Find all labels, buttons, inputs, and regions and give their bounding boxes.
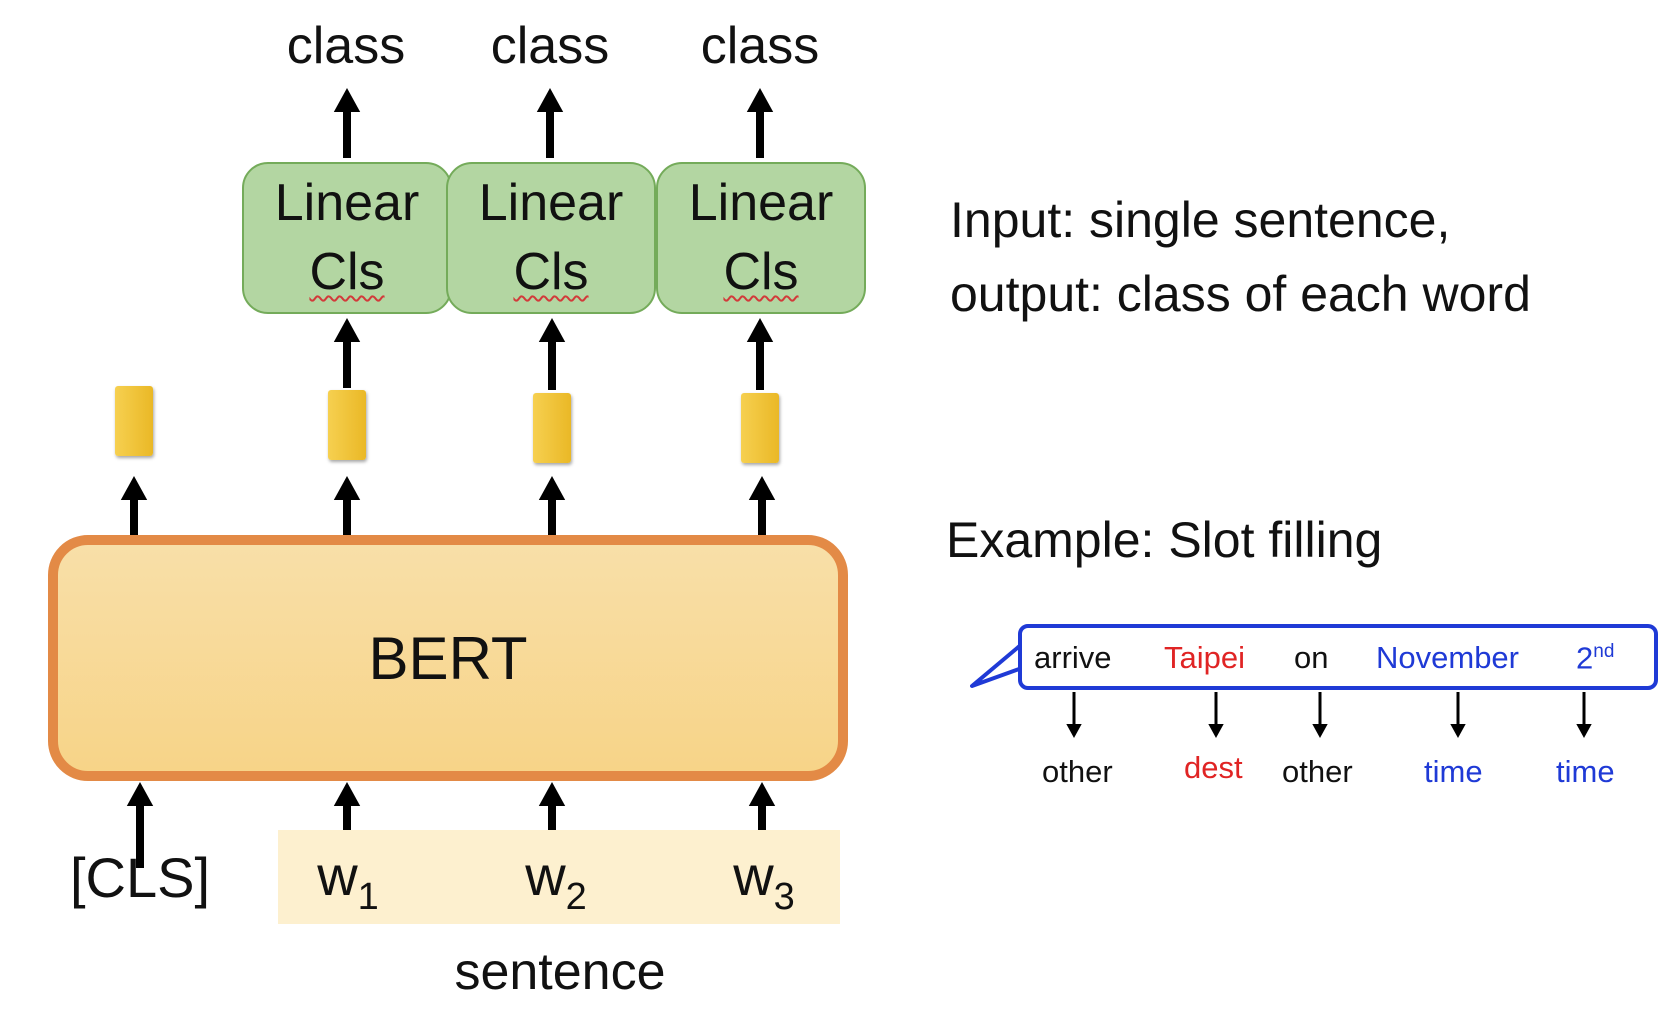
linear-classifier-label: Linear [688, 174, 834, 233]
linear-classifier-label: Linear [478, 174, 624, 233]
description-line-2: output: class of each word [950, 266, 1531, 322]
arrow-bert-to-embedding-2 [538, 476, 566, 544]
slot-word-on: on [1294, 640, 1329, 675]
linear-classifier-2: Linear Cls [446, 162, 656, 314]
word-token-base: w [733, 844, 774, 907]
arrow-classifier-to-class-2 [536, 88, 564, 158]
word-token-2: w2 [476, 848, 636, 918]
arrow-classifier-to-class-3 [746, 88, 774, 158]
slot-word-arrive: arrive [1034, 640, 1112, 675]
arrow-classifier-to-class-1 [333, 88, 361, 158]
arrow-bert-to-embedding-cls [120, 476, 148, 544]
slot-filling-sentence-bubble [1018, 624, 1658, 690]
slot-word-2nd: 2nd [1576, 642, 1614, 673]
speech-bubble-tail [970, 642, 1024, 688]
linear-classifier-3: Linear Cls [656, 162, 866, 314]
cls-token: [CLS] [69, 846, 211, 909]
slot-tag-time-2: time [1556, 754, 1615, 789]
word-token-subscript: 2 [565, 876, 587, 918]
embedding-vector-cls [115, 386, 153, 456]
slot-tag-dest: dest [1184, 750, 1243, 785]
sentence-label: sentence [454, 943, 666, 1001]
arrow-bert-to-embedding-3 [748, 476, 776, 544]
slot-tag-time-1: time [1424, 754, 1483, 789]
arrow-embedding-to-classifier-3 [746, 318, 774, 390]
embedding-vector-2 [533, 393, 571, 463]
word-token-1: w1 [268, 848, 428, 918]
arrow-slot-3 [1312, 692, 1328, 738]
slot-tag-other-1: other [1042, 754, 1113, 789]
slot-word-2nd-suffix: nd [1593, 641, 1615, 662]
arrow-slot-5 [1576, 692, 1592, 738]
bert-model-block: BERT [48, 535, 848, 781]
arrow-slot-2 [1208, 692, 1224, 738]
word-token-subscript: 3 [773, 876, 795, 918]
linear-classifier-label: Linear [274, 174, 420, 233]
linear-classifier-1: Linear Cls [242, 162, 452, 314]
arrow-input-to-bert-cls [126, 782, 154, 868]
linear-classifier-sublabel: Cls [309, 243, 385, 301]
description-line-1: Input: single sentence, [950, 192, 1451, 248]
bert-label: BERT [368, 624, 528, 692]
arrow-bert-to-embedding-1 [333, 476, 361, 544]
word-token-subscript: 1 [357, 876, 379, 918]
slot-tag-other-2: other [1282, 754, 1353, 789]
sentence-highlight [278, 830, 840, 924]
arrow-embedding-to-classifier-2 [538, 318, 566, 390]
word-token-base: w [317, 844, 358, 907]
output-class-label-2: class [490, 17, 610, 75]
output-class-label-3: class [700, 17, 820, 75]
example-heading: Example: Slot filling [946, 512, 1383, 568]
slot-word-2nd-base: 2 [1576, 640, 1594, 676]
embedding-vector-3 [741, 393, 779, 463]
output-class-label-1: class [286, 17, 406, 75]
embedding-vector-1 [328, 390, 366, 460]
arrow-slot-1 [1066, 692, 1082, 738]
slot-word-taipei: Taipei [1164, 640, 1245, 675]
arrow-slot-4 [1450, 692, 1466, 738]
linear-classifier-sublabel: Cls [513, 243, 589, 301]
slot-word-november: November [1376, 640, 1519, 675]
word-token-3: w3 [684, 848, 844, 918]
word-token-base: w [525, 844, 566, 907]
linear-classifier-sublabel: Cls [723, 243, 799, 301]
arrow-embedding-to-classifier-1 [333, 318, 361, 388]
